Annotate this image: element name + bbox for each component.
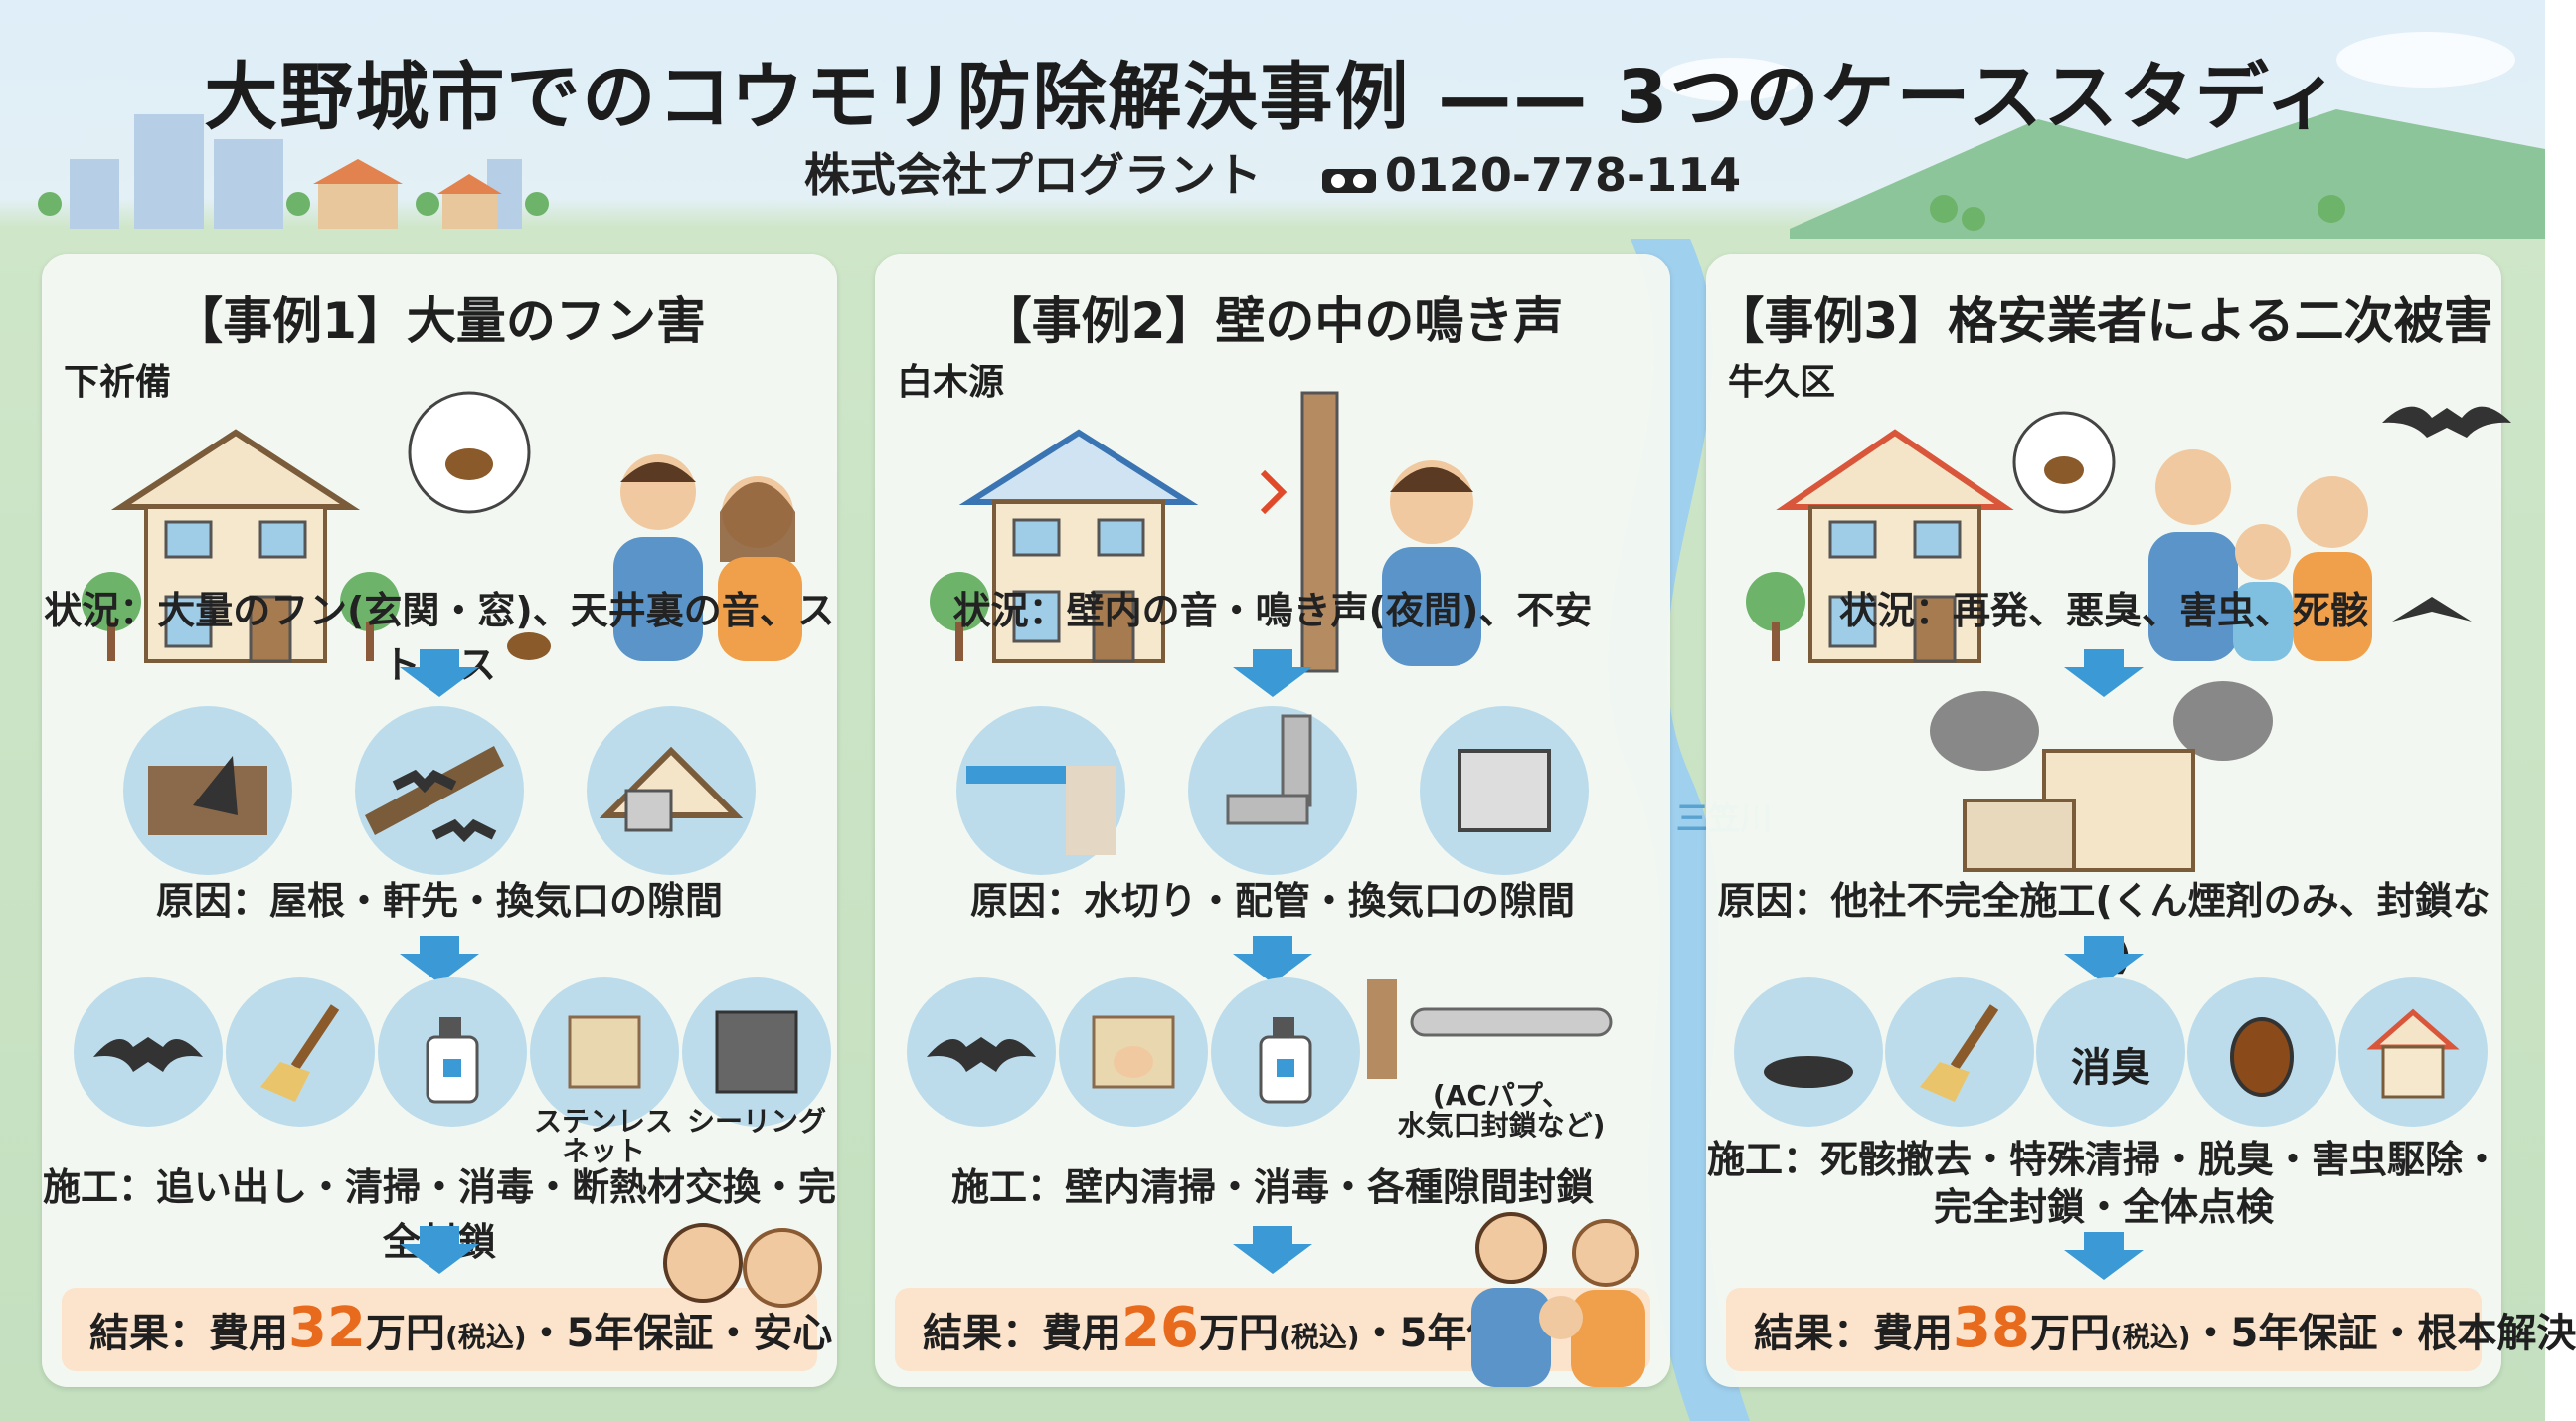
area-label: 牛久区 (1728, 362, 1836, 403)
beetle-icon (2187, 977, 2336, 1127)
phone-number[interactable]: 0120-778-114 (1384, 148, 1742, 202)
house-family-illustration (82, 391, 802, 663)
result-text: 結果：費用26万円(税込)・5年保証 (923, 1296, 1547, 1360)
eave-bats-icon (355, 706, 524, 875)
result-box: 結果：費用38万円(税込)・5年保証・根本解決 (1726, 1288, 2576, 1371)
icon-label-net: ステンレスネット (533, 1105, 673, 1167)
house-family-pests-illustration (1746, 406, 2511, 663)
pipe-seal-icon (1367, 979, 1613, 1079)
broom-icon (1885, 977, 2034, 1127)
case-title: 【事例1】大量のフン害 (173, 292, 706, 350)
company-name: 株式会社プログラント (803, 148, 1262, 202)
bat-icon (74, 977, 223, 1127)
bat-icon (907, 977, 1056, 1127)
deodorize-icon: 消臭 (2036, 977, 2185, 1127)
wipe-cleaning-icon (1059, 977, 1208, 1127)
down-arrow-icon (400, 649, 479, 697)
broom-icon (226, 977, 375, 1127)
down-arrow-icon (2064, 649, 2144, 697)
deodorize-label: 消臭 (2071, 1045, 2150, 1091)
happy-family-icon (1471, 1212, 1645, 1387)
result-text: 結果：費用32万円(税込)・5年保証・安心 (89, 1296, 833, 1360)
down-arrow-icon (2064, 936, 2144, 983)
flashing-gap-icon (956, 706, 1125, 875)
mesh-net-icon (530, 977, 679, 1127)
company-line: 株式会社プログラント 0120-778-114 (0, 139, 2545, 206)
result-text: 結果：費用38万円(税込)・5年保証・根本解決 (1754, 1296, 2576, 1360)
house-man-illustration (930, 391, 1481, 673)
area-label: 白木源 (897, 362, 1005, 403)
situation-text: 状況：壁内の音・鳴き声(夜間)、不安 (952, 589, 1593, 632)
down-arrow-icon (1233, 1226, 1312, 1274)
pipe-gap-icon (1188, 706, 1357, 875)
house-inspection-icon (2338, 977, 2488, 1127)
work-text-line-2: 完全封鎖・全体点検 (1933, 1185, 2274, 1229)
page-title: 大野城市でのコウモリ防除解決事例 —— 3つのケーススタディ (204, 55, 2341, 140)
vent-grille-icon (1420, 706, 1589, 875)
result-box: 結果：費用32万円(税込)・5年保証・安心 (62, 1288, 832, 1371)
case-panel-1: 【事例1】大量のフン害 下祈備 状況：大量のフン(玄関・窓)、天井裏の音、ストレ… (42, 254, 837, 1387)
disinfectant-icon (378, 977, 527, 1127)
area-label: 下祈備 (64, 362, 172, 403)
disinfectant-icon (1211, 977, 1360, 1127)
sealing-icon (682, 977, 831, 1127)
down-arrow-icon (400, 1226, 479, 1274)
carcass-removal-icon (1734, 977, 1883, 1127)
result-cost: 38 (1953, 1296, 2030, 1360)
header: 大野城市でのコウモリ防除解決事例 —— 3つのケーススタディ 株式会社プログラン… (0, 0, 2545, 239)
vent-gap-icon (587, 706, 756, 875)
case-title: 【事例2】壁の中の鳴き声 (981, 292, 1564, 350)
result-cost: 32 (288, 1296, 366, 1360)
result-cost: 26 (1121, 1296, 1199, 1360)
down-arrow-icon (1233, 649, 1312, 697)
free-dial-icon (1321, 152, 1377, 206)
work-text-line-1: 施工：死骸撤去・特殊清掃・脱臭・害虫駆除・ (1706, 1138, 2500, 1181)
cause-text: 原因：屋根・軒先・換気口の隙間 (155, 879, 723, 923)
case-title: 【事例3】格安業者による二次被害 (1714, 292, 2493, 350)
case-panel-3: 【事例3】格安業者による二次被害 牛久区 状況：再発、悪臭、害虫、死骸 原因：他… (1706, 254, 2576, 1387)
happy-couple-icon (663, 1223, 822, 1308)
cause-text: 原因：水切り・配管・換気口の隙間 (969, 879, 1575, 923)
work-text: 施工：壁内清掃・消毒・各種隙間封鎖 (950, 1165, 1594, 1209)
smoke-house-icon (1930, 681, 2273, 872)
down-arrow-icon (1233, 936, 1312, 983)
down-arrow-icon (400, 936, 479, 983)
situation-text: 状況：再発、悪臭、害虫、死骸 (1838, 589, 2368, 632)
down-arrow-icon (2064, 1232, 2144, 1280)
icon-note: (ACパプ、水気口封鎖など) (1397, 1079, 1606, 1142)
case-panel-2: 【事例2】壁の中の鳴き声 白木源 状況：壁内の音・鳴き声(夜間)、不安 原因：水… (875, 254, 1670, 1387)
icon-label-seal: シーリング (686, 1105, 826, 1138)
roof-gap-icon (123, 706, 292, 875)
